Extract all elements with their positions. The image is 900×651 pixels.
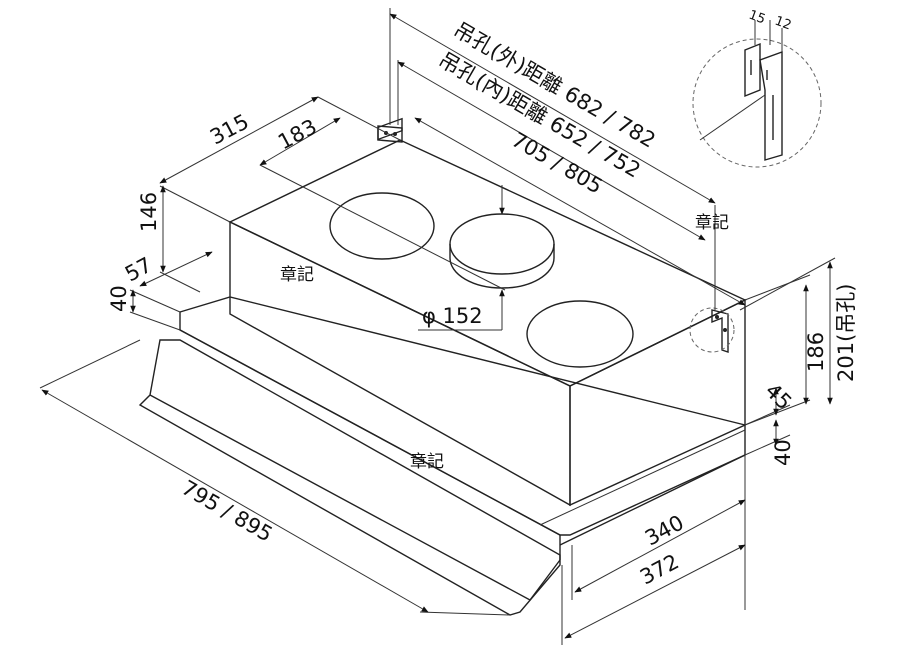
- label-40-right: 40: [771, 439, 795, 466]
- stamp-right: 章記: [695, 213, 729, 233]
- label-201: 201(吊孔): [834, 284, 858, 382]
- duct-hole-right: [526, 300, 634, 368]
- stamp-left: 章記: [280, 265, 314, 285]
- label-duct-diameter: φ 152: [422, 304, 483, 328]
- ext-overall-left: [39, 339, 141, 389]
- ext-45: [744, 404, 791, 426]
- detail-bracket-side: [759, 51, 783, 161]
- label-186: 186: [804, 332, 828, 372]
- label-40-left: 40: [107, 285, 131, 312]
- bracket-right: [711, 309, 729, 353]
- bracket-right-slot: [723, 328, 727, 332]
- dimline-overall: [41, 389, 429, 613]
- ext-40-bottom: [129, 311, 181, 331]
- dimline-body-length: [414, 117, 746, 306]
- detail-wall-line: [699, 94, 766, 141]
- detail-circle: [692, 38, 822, 168]
- dimline-315: [159, 96, 319, 184]
- dimline-57: [139, 251, 213, 287]
- ext-40-right: [744, 434, 791, 456]
- bracket-detail-view: 15 12: [692, 8, 822, 168]
- body-top-face: [228, 139, 747, 387]
- ext-315: [317, 96, 401, 141]
- ext-overall-right: [419, 611, 511, 616]
- dim-15: 15: [747, 8, 768, 28]
- duct-openings: [329, 192, 634, 368]
- label-45: 45: [760, 379, 796, 415]
- dim-12: 12: [773, 14, 794, 34]
- stamp-bottom: 章記: [410, 452, 444, 472]
- ext-186-top: [744, 274, 811, 301]
- label-183: 183: [274, 114, 321, 154]
- duct-hole-left: [329, 192, 435, 260]
- label-315: 315: [206, 109, 253, 149]
- dimension-lines: [39, 8, 836, 645]
- bracket-detail-callout: [689, 307, 735, 353]
- ext-201-top: [739, 257, 836, 311]
- dimline-183: [259, 117, 341, 166]
- stamps: 章記 章記 章記: [280, 213, 729, 472]
- body-side-face: [569, 298, 746, 507]
- label-overall-length: 795 / 895: [178, 476, 277, 547]
- label-340: 340: [641, 510, 688, 550]
- detail-slots: [750, 60, 774, 140]
- ext-146-top: [159, 185, 231, 223]
- panel-inner-line: [539, 429, 746, 526]
- duct-collar-top: [449, 213, 555, 275]
- label-146: 146: [137, 192, 161, 232]
- bracket-left-hole2: [393, 132, 397, 136]
- ext-40-top: [129, 289, 181, 313]
- hood-body: [228, 139, 747, 507]
- detail-bracket-top: [744, 42, 761, 98]
- ext-183: [259, 164, 506, 291]
- ext-146-bottom: [159, 271, 201, 293]
- dimline-372: [564, 544, 746, 639]
- bracket-right-hole: [715, 315, 719, 319]
